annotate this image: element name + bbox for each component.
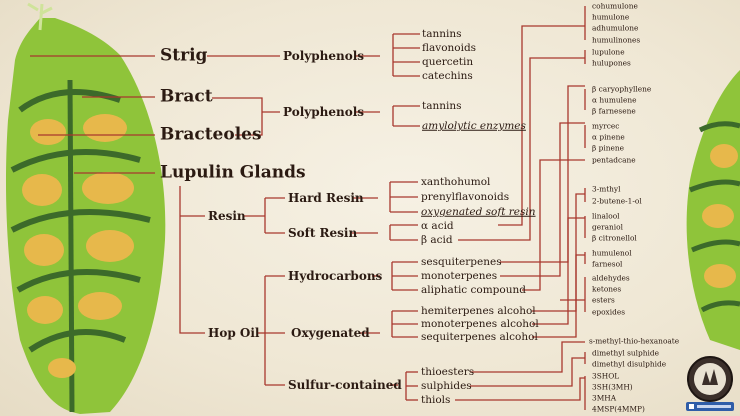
label-soft-resin: Soft Resin: [288, 226, 358, 240]
item-sulphides: sulphides: [421, 379, 472, 392]
detail-mono-2: α pinene: [592, 132, 625, 142]
detail-alpha-1: cohumulone: [592, 1, 638, 11]
detail-mono-alcohol-2: geraniol: [592, 222, 623, 232]
detail-oxy-other-3: esters: [592, 295, 615, 305]
label-sulfur-contained: Sulfur-contained: [288, 378, 402, 392]
label-oxygenated: Oxygenated: [291, 326, 370, 340]
detail-mono-3: β pinene: [592, 143, 624, 153]
detail-alpha-2: humulone: [592, 12, 630, 22]
detail-mono-alcohol-3: β citronellol: [592, 233, 637, 243]
detail-thiol-3: 3MHA: [592, 393, 617, 403]
item-thiols: thiols: [421, 393, 451, 406]
detail-thiol-1: 3SHOL: [592, 371, 620, 381]
item-strig-tannins: tannins: [422, 27, 462, 40]
detail-aliphatic: pentadcane: [592, 155, 636, 165]
detail-oxy-other-4: epoxides: [592, 307, 625, 317]
item-hemiterpenes-alcohol: hemiterpenes alcohol: [421, 304, 536, 317]
hop-cone-illustration-left: [5, 2, 166, 414]
label-hop-oil: Hop Oil: [208, 326, 260, 340]
hop-cone-illustration-right: [686, 70, 740, 350]
item-thioesters: thioesters: [421, 365, 475, 378]
detail-oxy-other-1: aldehydes: [592, 273, 630, 283]
detail-sesqui-1: β caryophyllene: [592, 84, 652, 94]
label-hard-resin: Hard Resin: [288, 191, 364, 205]
label-lupulin-glands: Lupulin Glands: [160, 162, 306, 183]
item-sequiterpenes-alcohol: sequiterpenes alcohol: [421, 330, 538, 343]
detail-alpha-3: adhumulone: [592, 23, 639, 33]
item-strig-quercetin: quercetin: [422, 55, 474, 68]
item-prenylflavonoids: prenylflavonoids: [421, 190, 510, 203]
detail-sulphide-2: dimethyl disulphide: [592, 359, 667, 369]
detail-hemi-alcohol-2: 2-butene-1-ol: [592, 196, 642, 206]
item-beta-acid: β acid: [421, 233, 453, 246]
detail-thiol-4: 4MSP(4MMP): [592, 404, 645, 414]
detail-sesqui-alcohol-1: humulenol: [592, 248, 632, 258]
label-resin: Resin: [208, 209, 246, 223]
item-strig-flavonoids: flavonoids: [422, 41, 477, 54]
detail-sesqui-3: β farnesene: [592, 106, 636, 116]
detail-sesqui-alcohol-2: farnesol: [592, 259, 623, 269]
detail-sulphide-1: dimethyl sulphide: [592, 348, 659, 358]
label-strig: Strig: [160, 45, 208, 66]
detail-thiol-2: 3SH(3MH): [592, 382, 633, 392]
detail-beta-oxidized-1: lupulone: [592, 47, 625, 57]
item-bract-tannins: tannins: [422, 99, 462, 112]
item-aliphatic-compound: aliphatic compound: [421, 283, 526, 296]
item-alpha-acid: α acid: [421, 219, 454, 232]
item-oxygenated-soft-resin: oxygenated soft resin: [421, 205, 536, 218]
label-bracteoles: Bracteoles: [160, 124, 262, 145]
item-amylolytic-enzymes: amylolytic enzymes: [422, 119, 526, 132]
detail-oxy-other-2: ketones: [592, 284, 622, 294]
detail-mono-1: myrcec: [592, 121, 620, 131]
detail-alpha-4: humulinones: [592, 35, 641, 45]
item-strig-catechins: catechins: [422, 69, 473, 82]
detail-beta-oxidized-2: hulupones: [592, 58, 631, 68]
label-hydrocarbons: Hydrocarbons: [288, 269, 383, 283]
label-strig-polyphenols: Polyphenols: [283, 49, 365, 63]
detail-hemi-alcohol-1: 3-mthyl: [592, 184, 621, 194]
item-xanthohumol: xanthohumol: [421, 175, 491, 188]
detail-sesqui-2: α humulene: [592, 95, 637, 105]
item-monoterpenes-alcohol: monoterpenes alcohol: [421, 317, 539, 330]
label-bract-polyphenols: Polyphenols: [283, 105, 365, 119]
brand-logo: [686, 356, 734, 411]
item-monoterpenes: monoterpenes: [421, 269, 498, 282]
label-bract: Bract: [160, 86, 213, 107]
item-sesquiterpenes: sesquiterpenes: [421, 255, 502, 268]
detail-mono-alcohol-1: linalool: [592, 211, 620, 221]
detail-thioester: s-methyl-thio-hexanoate: [589, 336, 680, 346]
